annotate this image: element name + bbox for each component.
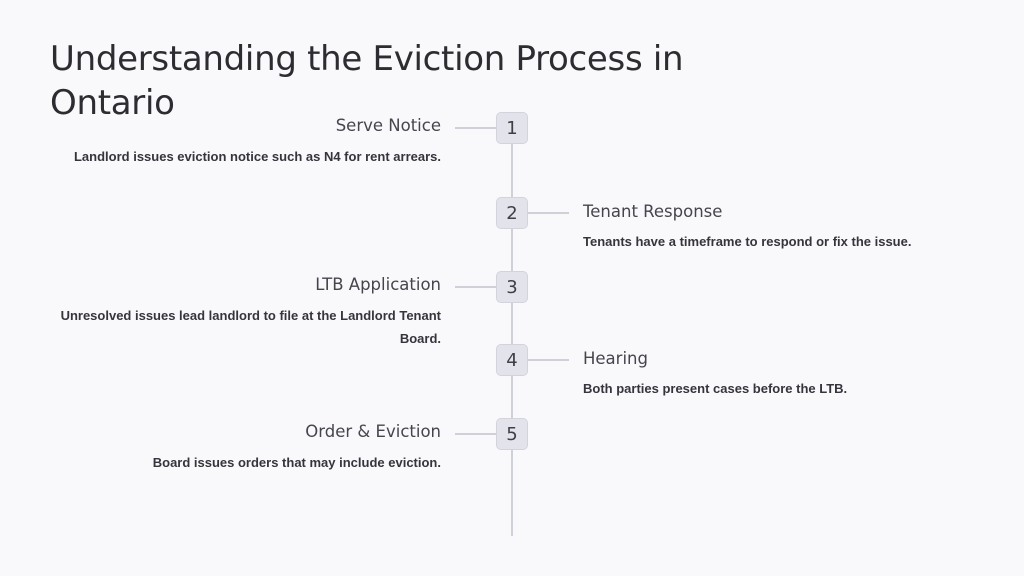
step-4-number-badge: 4 bbox=[496, 344, 528, 376]
step-3-description: Unresolved issues lead landlord to file … bbox=[60, 308, 441, 346]
step-1-description: Landlord issues eviction notice such as … bbox=[73, 149, 441, 164]
step-4-description: Both parties present cases before the LT… bbox=[583, 381, 848, 396]
step-1-title: Serve Notice bbox=[335, 116, 441, 135]
step-2-title: Tenant Response bbox=[583, 202, 723, 221]
step-3-number-badge: 3 bbox=[496, 271, 528, 303]
step-5-connector bbox=[455, 433, 497, 435]
step-3-title: LTB Application bbox=[315, 275, 441, 294]
step-2-connector bbox=[527, 212, 569, 214]
step-1-number-badge: 1 bbox=[496, 112, 528, 144]
step-5-title: Order & Eviction bbox=[305, 422, 441, 441]
step-4-connector bbox=[527, 359, 569, 361]
step-3-connector bbox=[455, 286, 497, 288]
step-5-description: Board issues orders that may include evi… bbox=[152, 455, 441, 470]
page-title: Understanding the Eviction Process in On… bbox=[50, 39, 684, 123]
step-1-connector bbox=[455, 127, 497, 129]
step-2-number-badge: 2 bbox=[496, 197, 528, 229]
step-2-description: Tenants have a timeframe to respond or f… bbox=[583, 234, 912, 249]
step-5-number-badge: 5 bbox=[496, 418, 528, 450]
step-4-title: Hearing bbox=[583, 349, 648, 368]
timeline-spine bbox=[511, 128, 513, 536]
